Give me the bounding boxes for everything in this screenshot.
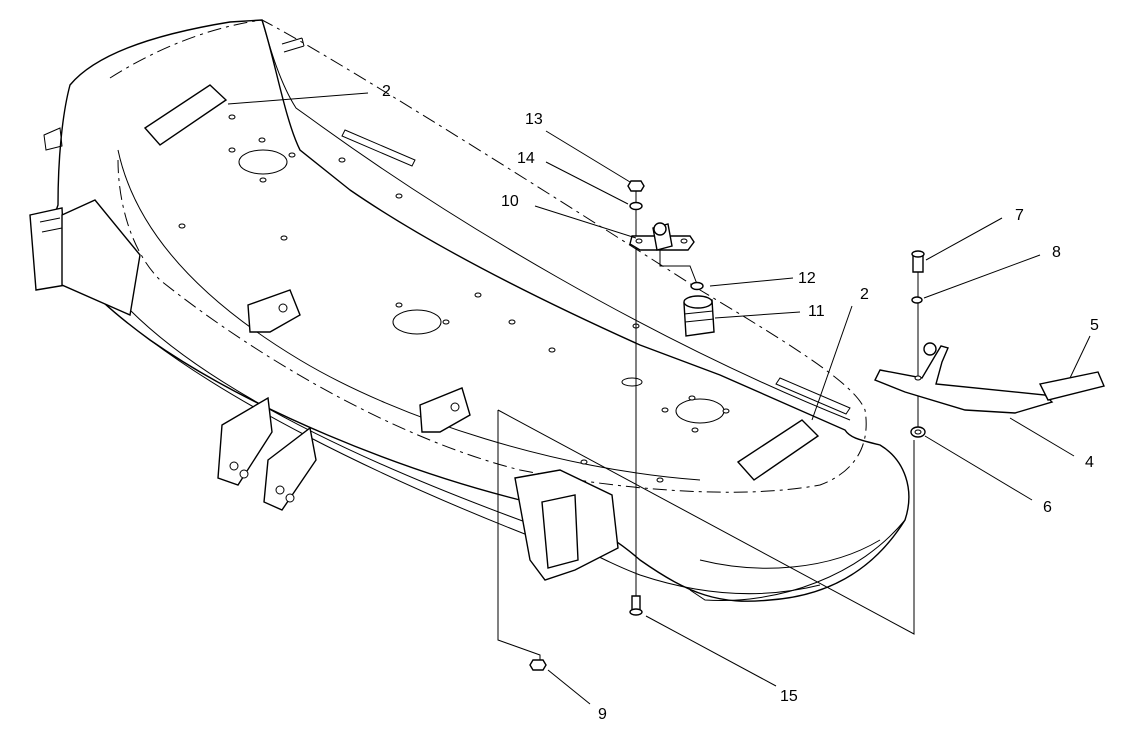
- callout-10: 10: [501, 193, 519, 210]
- decal-strip-right: [775, 377, 851, 415]
- washer-8: [911, 296, 923, 304]
- callout-5: 5: [1090, 317, 1099, 334]
- callout-13: 13: [525, 111, 543, 128]
- washer-14: [629, 201, 643, 211]
- handle-4: [874, 345, 1054, 414]
- callout-4: 4: [1085, 454, 1094, 471]
- handle-assembly: [874, 250, 1105, 438]
- left-knob: [43, 127, 63, 151]
- callout-7: 7: [1015, 207, 1024, 224]
- bolt-15: [631, 595, 641, 611]
- left-chute-mount: [61, 199, 141, 317]
- decal-left: [143, 84, 228, 146]
- mounting-holes: [178, 114, 730, 483]
- leader-lines: [227, 92, 1091, 705]
- center-bracket-plate: [541, 494, 579, 569]
- callout-2-left: 2: [382, 83, 391, 100]
- decal-strip-top: [341, 129, 416, 167]
- callout-9: 9: [598, 706, 607, 723]
- mower-deck: [29, 19, 910, 602]
- callout-12: 12: [798, 270, 816, 287]
- deck-inner-curve: [117, 149, 701, 481]
- callout-8: 8: [1052, 244, 1061, 261]
- callout-6: 6: [1043, 499, 1052, 516]
- spindle-opening-left: [238, 149, 288, 175]
- nut-13: [627, 180, 645, 192]
- nut-9: [529, 659, 547, 671]
- deck-skirt-line-3: [699, 539, 881, 569]
- baffle-bracket-2: [419, 387, 471, 433]
- callout-15: 15: [780, 688, 798, 705]
- decal-right: [736, 419, 820, 481]
- o-ring-12: [690, 281, 704, 291]
- callout-14: 14: [517, 150, 535, 167]
- deck-plate-edge: [261, 19, 851, 421]
- callout-labels: 2 13 14 10 12 11 2 7 8 5 4 6 15 9: [382, 83, 1099, 723]
- deck-top-outline: [109, 19, 867, 493]
- grease-fitting-assembly: [627, 180, 715, 616]
- deck-skirt: [51, 19, 910, 602]
- assembly-reference-lines: [497, 409, 915, 671]
- callout-11: 11: [808, 303, 825, 320]
- top-stud: [281, 37, 305, 53]
- callout-2-right: 2: [860, 286, 869, 303]
- slot-hole: [621, 377, 643, 387]
- deck-rim: [689, 519, 906, 602]
- spindle-opening-center: [392, 309, 442, 335]
- baffle-bracket-1: [247, 289, 301, 333]
- grip-5: [1038, 371, 1105, 401]
